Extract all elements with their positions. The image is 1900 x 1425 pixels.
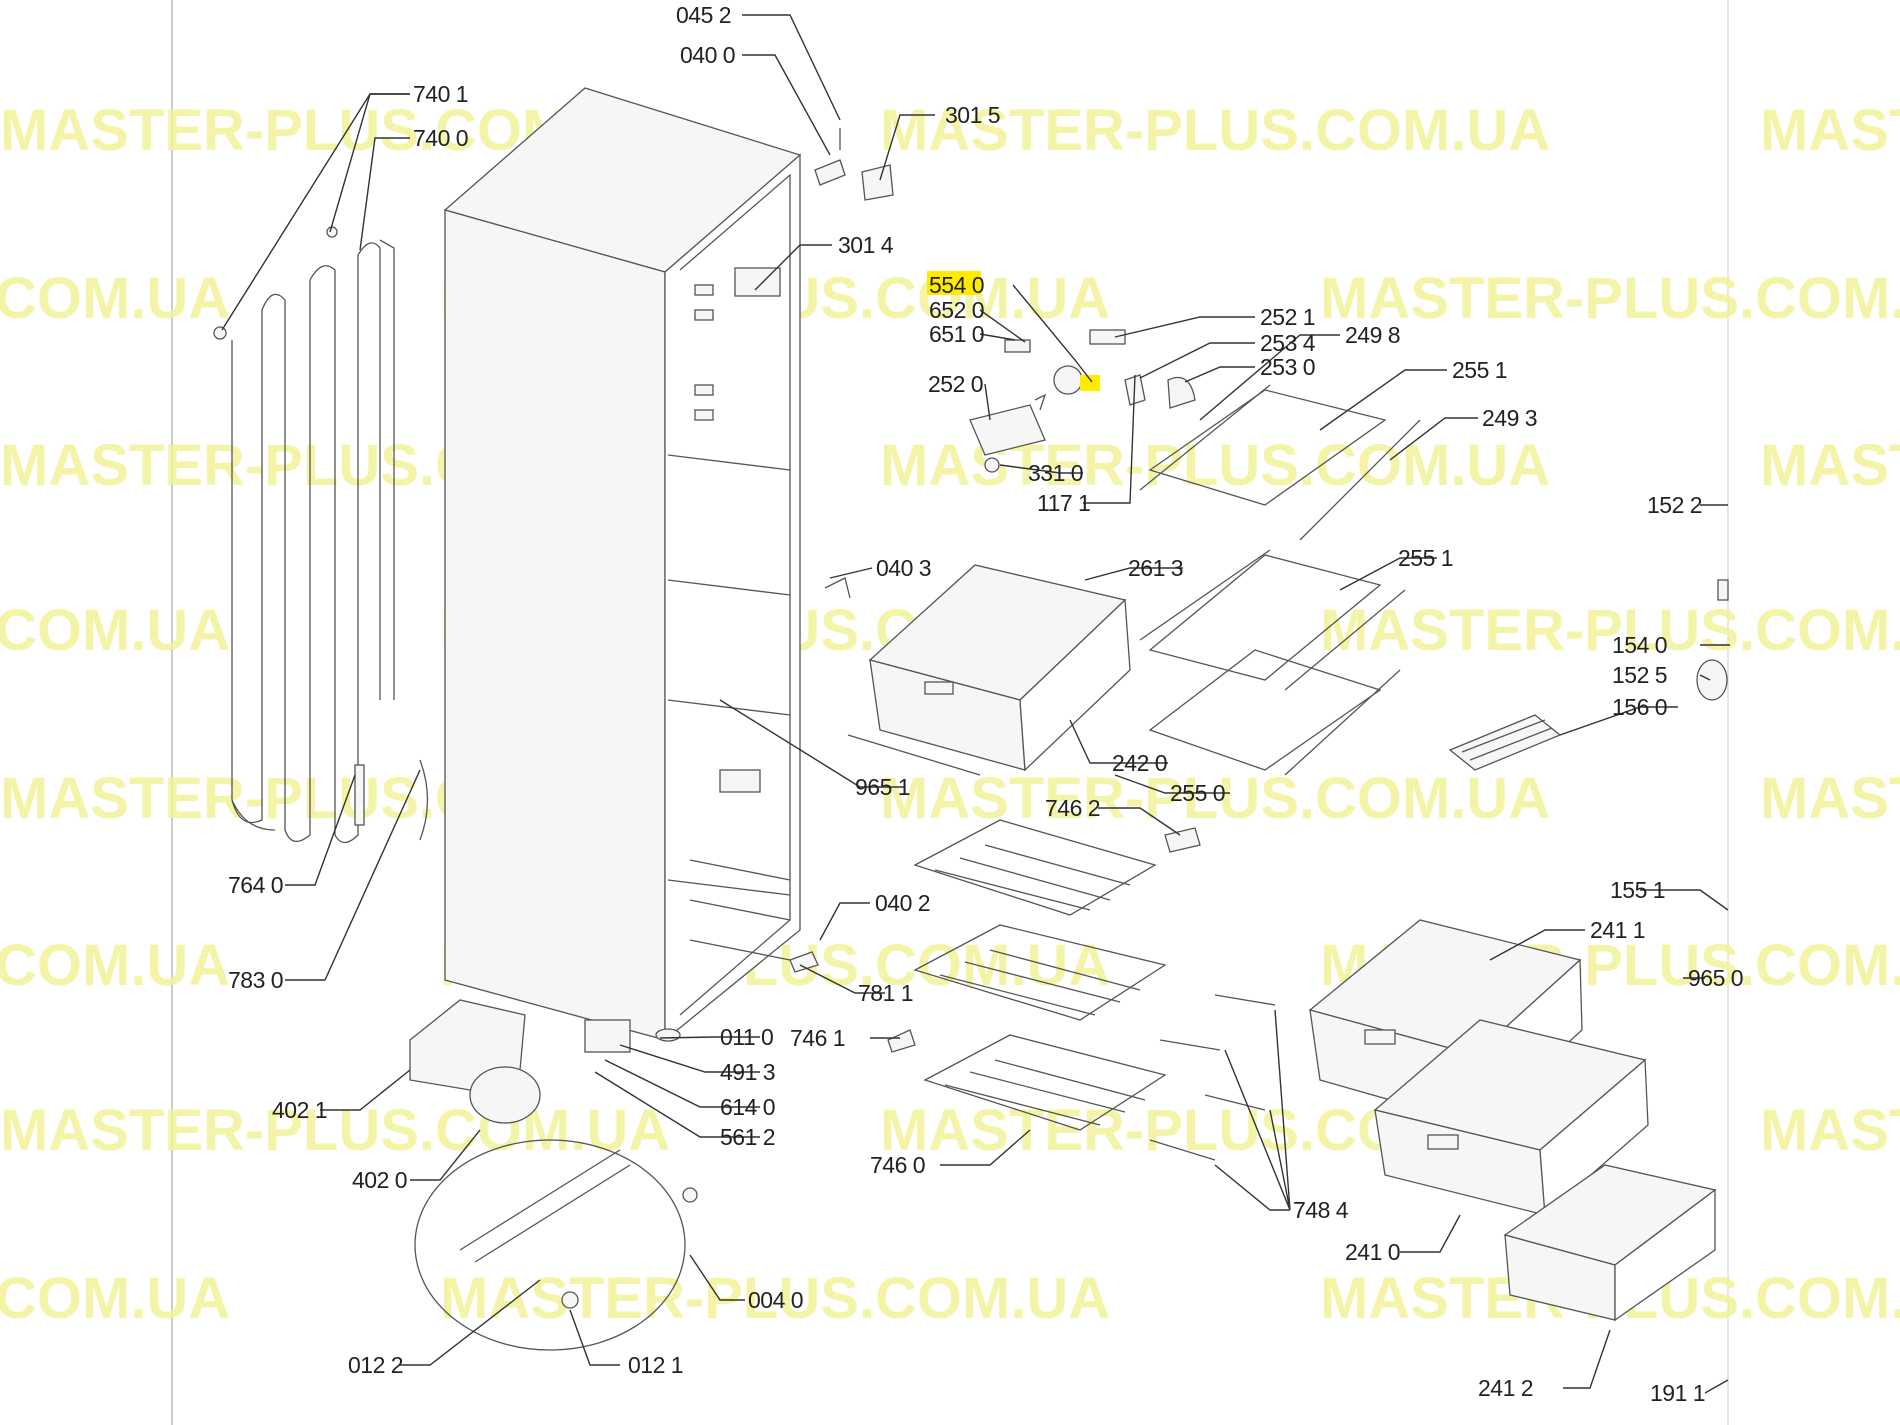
part-label: 012 2 (348, 1352, 403, 1378)
part-label: 965 1 (855, 774, 910, 800)
part-label: 012 1 (628, 1352, 683, 1378)
label-highlight (927, 271, 981, 295)
part-label: 040 3 (876, 555, 931, 581)
condenser-drawing (213, 226, 429, 844)
part-label: 253 4 (1260, 330, 1316, 356)
part-label: 554 0 (929, 272, 984, 298)
wire-racks-drawing (789, 819, 1201, 1131)
part-label: 156 0 (1612, 694, 1667, 720)
hinge-drawing (814, 128, 894, 201)
part-label: 241 0 (1345, 1239, 1400, 1265)
part-label: 651 0 (929, 321, 984, 347)
part-label: 255 0 (1170, 780, 1225, 806)
part-label: 740 1 (413, 81, 468, 107)
part-label: 191 1 (1650, 1380, 1705, 1406)
part-label: 965 0 (1688, 965, 1743, 991)
part-label: 740 0 (413, 125, 468, 151)
watermark-text: MASTER-PLUS.COM.UA (440, 1266, 1110, 1331)
part-drawings (213, 87, 1729, 1351)
rails-drawing (1149, 994, 1276, 1161)
part-label: 249 3 (1482, 405, 1537, 431)
part-label: 748 4 (1293, 1197, 1349, 1223)
lower-drawers-drawing (1308, 919, 1717, 1322)
leader-lines (221, 14, 1730, 1394)
part-label: 152 2 (1647, 492, 1702, 518)
light-assembly-drawing (969, 329, 1196, 473)
watermark-text: MASTER-PLUS.COM.UA (0, 933, 230, 998)
part-label: 242 0 (1112, 750, 1167, 776)
part-label: 331 0 (1028, 460, 1083, 486)
part-label: 614 0 (720, 1094, 775, 1120)
part-label: 255 1 (1452, 357, 1507, 383)
watermark-text: MASTER-PLUS.COM.UA (1760, 1098, 1900, 1163)
part-label: 117 1 (1037, 490, 1090, 516)
part-label: 491 3 (720, 1059, 775, 1085)
part-label: 155 1 (1610, 877, 1665, 903)
glass-shelves-drawing (1139, 384, 1421, 776)
watermark-text: MASTER-PLUS.COM.UA (0, 598, 230, 663)
part-label: 255 1 (1398, 545, 1453, 571)
part-label: 746 1 (790, 1025, 845, 1051)
part-label: 746 2 (1045, 795, 1100, 821)
part-label: 402 0 (352, 1167, 407, 1193)
part-label: 402 1 (272, 1097, 327, 1123)
part-label: 652 0 (929, 297, 984, 323)
part-label: 249 8 (1345, 322, 1400, 348)
watermark-text: MASTER-PLUS.COM.UA (1760, 433, 1900, 498)
part-label: 783 0 (228, 967, 283, 993)
part-label: 746 0 (870, 1152, 925, 1178)
part-labels: 045 2 040 0 301 5 740 1 740 0 301 4 554 … (228, 2, 1744, 1406)
right-small-parts-drawing (1448, 579, 1729, 771)
part-label: 301 5 (945, 102, 1000, 128)
watermark-text: MASTER-PLUS.COM.UA (1760, 766, 1900, 831)
part-label: 040 2 (875, 890, 930, 916)
watermark-text: MASTER-PLUS.COM.UA (0, 1266, 230, 1331)
watermark-text: MASTER-PLUS.COM.UA (880, 98, 1550, 163)
part-label: 241 1 (1590, 917, 1645, 943)
watermark-text: MASTER-PLUS.COM.UA (0, 266, 230, 331)
upper-drawer-drawing (824, 564, 1131, 776)
part-label: 040 0 (680, 42, 735, 68)
watermark-text: MASTER-PLUS.COM.UA (0, 1098, 670, 1163)
part-label: 561 2 (720, 1124, 775, 1150)
part-label: 154 0 (1612, 632, 1667, 658)
watermark-text: MASTER-PLUS.COM.UA (1320, 266, 1900, 331)
watermark-text: MASTER-PLUS.COM.UA (880, 766, 1550, 831)
cabinet-drawing (443, 87, 802, 1042)
part-label: 011 0 (720, 1024, 773, 1050)
part-label: 004 0 (748, 1287, 803, 1313)
part-label: 781 1 (858, 980, 913, 1006)
part-label: 764 0 (228, 872, 283, 898)
part-label: 152 5 (1612, 662, 1667, 688)
watermark-text: MASTER-PLUS.COM.UA (1760, 98, 1900, 163)
part-label: 241 2 (1478, 1375, 1533, 1401)
part-label: 301 4 (838, 232, 894, 258)
compressor-drawing (409, 999, 698, 1351)
part-label: 252 0 (928, 371, 983, 397)
part-label: 261 3 (1128, 555, 1183, 581)
watermark-text: MASTER-PLUS.COM.UA (1320, 598, 1900, 663)
part-label: 253 0 (1260, 354, 1315, 380)
part-label: 252 1 (1260, 304, 1315, 330)
part-label: 045 2 (676, 2, 731, 28)
